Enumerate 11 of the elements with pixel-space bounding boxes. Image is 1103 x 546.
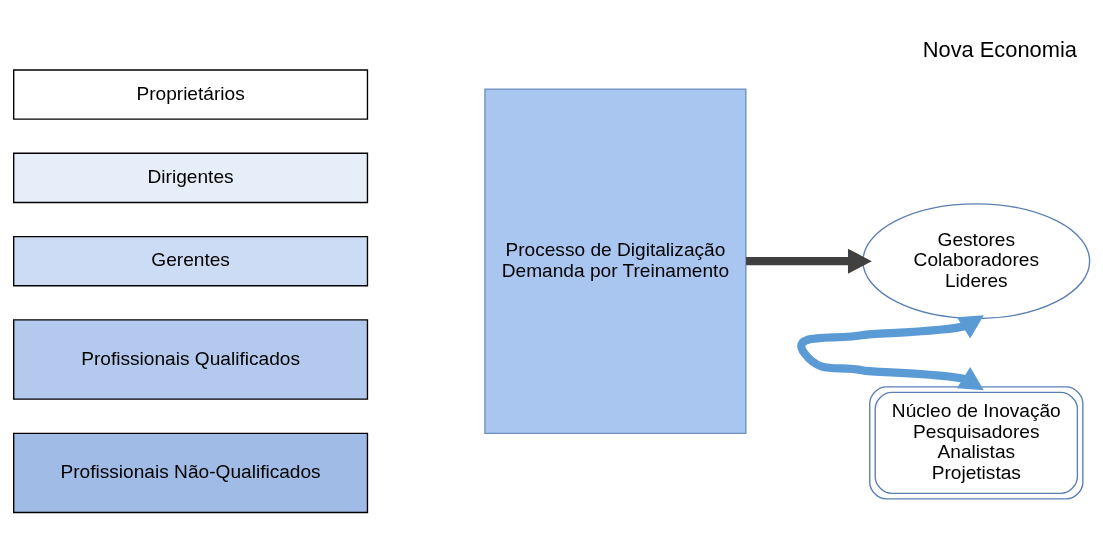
node-ellipse: Gestores Colaboradores Lideres (862, 202, 1091, 319)
node-box: Núcleo de Inovação Pesquisadores Analistas Projetistas (869, 385, 1084, 500)
node-box: Gerentes (13, 235, 369, 286)
diagram-title: Nova Economia (922, 36, 1077, 62)
node-box: Profissionais Não-Qualificados (13, 432, 369, 513)
node-box: Proprietários (13, 68, 369, 120)
node-box: Profissionais Qualificados (13, 318, 369, 400)
node-box: Processo de Digitalização Demanda por Treinamento (484, 87, 747, 434)
arrow (746, 248, 872, 274)
node-box: Dirigentes (13, 152, 369, 203)
arrow (797, 314, 984, 390)
